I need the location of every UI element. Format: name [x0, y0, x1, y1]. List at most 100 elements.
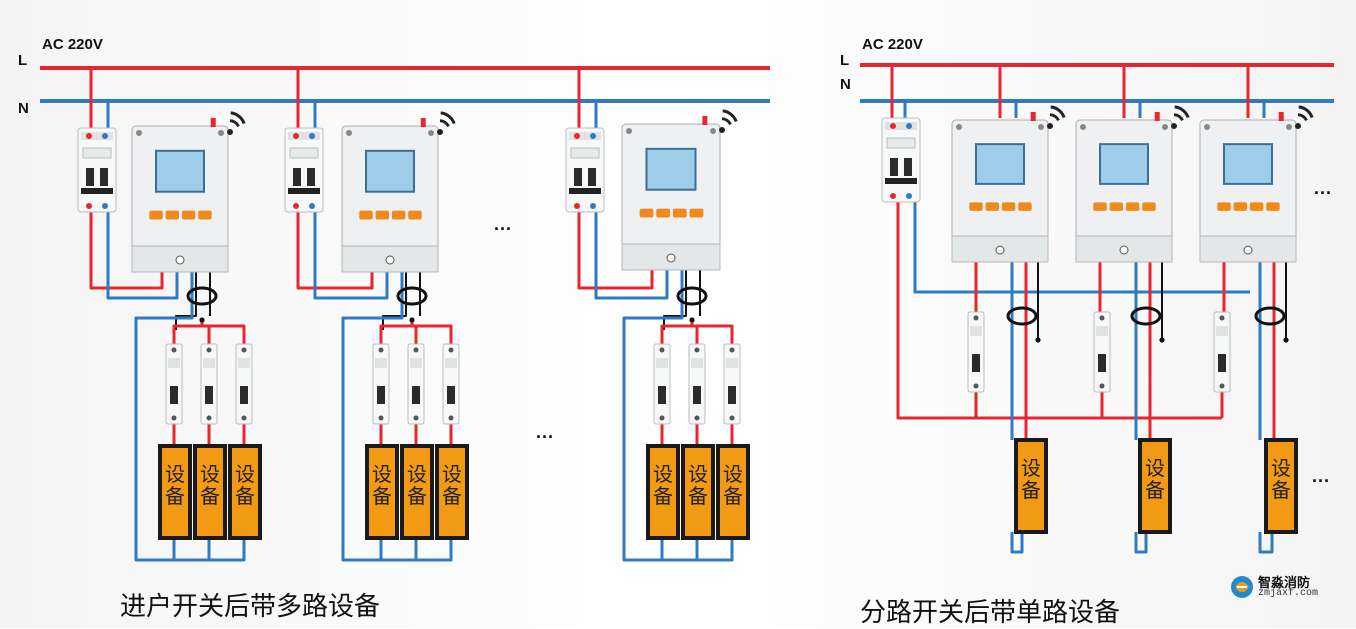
- junction-dot: [1283, 337, 1289, 343]
- screw-icon: [1080, 124, 1086, 130]
- terminal-live-icon: [574, 133, 580, 139]
- wireless-icon: [1298, 105, 1314, 119]
- equipment-label: 设: [688, 462, 708, 486]
- energy-meter: [621, 109, 738, 271]
- meter-feed-live: [577, 210, 654, 290]
- double-breaker: [284, 127, 324, 213]
- terminal-live-icon: [293, 133, 299, 139]
- equipment-label: 备: [235, 484, 255, 508]
- terminal-icon: [241, 415, 247, 421]
- breaker-handle: [205, 386, 213, 404]
- terminal-icon: [694, 415, 700, 421]
- meter-button: [391, 210, 406, 220]
- breaker-body: [1213, 311, 1231, 393]
- meter-button: [656, 208, 671, 218]
- breaker-body: [165, 343, 183, 425]
- ellipsis-right-equipment: ...: [1312, 466, 1331, 486]
- right-neutral-trunk: [913, 202, 1250, 294]
- neutral-return: [622, 270, 684, 562]
- current-transformer: [186, 286, 218, 306]
- equipment-box: [716, 444, 750, 540]
- equipment-box: [435, 444, 469, 540]
- breaker-label: [445, 358, 457, 368]
- current-transformer: [1130, 306, 1162, 326]
- equipment-unit: 设备: [1138, 438, 1172, 534]
- breaker-body: [442, 343, 460, 425]
- equipment-unit: 设备: [1014, 438, 1048, 534]
- meter-button: [1001, 202, 1016, 211]
- breaker-label: [289, 147, 319, 159]
- terminal-icon: [378, 415, 384, 421]
- load-neutral-return: [1134, 532, 1148, 554]
- branch-breaker: [165, 343, 183, 425]
- breaker-label: [168, 358, 180, 368]
- breaker-label: [410, 358, 422, 368]
- terminal-icon: [729, 415, 735, 421]
- terminal-icon: [973, 383, 979, 389]
- breaker-handle: [890, 158, 898, 176]
- equipment-label: 设: [653, 462, 673, 486]
- breaker-handle: [170, 386, 178, 404]
- energy-meter: [131, 111, 246, 273]
- equipment-label: 备: [407, 484, 427, 508]
- equipment-label: 备: [1271, 478, 1291, 502]
- junction-dot: [1035, 337, 1041, 343]
- lcd-screen: [365, 149, 415, 193]
- wireless-icon: [1171, 123, 1177, 129]
- screw-icon: [428, 130, 434, 136]
- equipment-label: 设: [372, 462, 392, 486]
- screw-icon: [626, 128, 632, 134]
- equipment-unit: 设备: [228, 444, 262, 540]
- terminal-neutral-icon: [590, 203, 596, 209]
- breaker-body: [565, 127, 605, 213]
- breaker-handle: [307, 168, 315, 186]
- meter-button: [1266, 202, 1280, 211]
- wireless-icon: [719, 127, 725, 133]
- energy-meter: [951, 105, 1066, 263]
- terminal-live-icon: [293, 203, 299, 209]
- antenna-icon: [1154, 112, 1160, 121]
- equipment-box: [681, 444, 715, 540]
- terminal-icon: [171, 415, 177, 421]
- wireless-icon: [721, 117, 732, 126]
- terminal-icon: [1219, 383, 1225, 389]
- terminal-neutral-icon: [906, 193, 912, 199]
- ellipsis-right-meters: ...: [1314, 178, 1333, 198]
- energy-meter: [1199, 105, 1314, 263]
- logo-url: zmjaxf.com: [1258, 588, 1319, 599]
- breaker-label: [970, 326, 982, 336]
- breaker-top: [885, 122, 917, 130]
- terminal-neutral-icon: [590, 133, 596, 139]
- breaker-label: [238, 358, 250, 368]
- breaker-top: [569, 132, 601, 140]
- breaker-body: [723, 343, 741, 425]
- breaker-body: [688, 343, 706, 425]
- current-transformer: [676, 286, 708, 306]
- equipment-label: 备: [1021, 478, 1041, 502]
- breaker-body: [407, 343, 425, 425]
- terminal-icon: [413, 415, 419, 421]
- meter-button: [689, 208, 704, 218]
- double-breaker: [77, 127, 117, 213]
- ct-lead: [175, 270, 197, 330]
- energy-meter: [1075, 105, 1190, 263]
- right-live-trunk: [896, 202, 1222, 420]
- screw-icon: [346, 130, 352, 136]
- meter-button: [1249, 202, 1264, 211]
- breaker-body: [372, 343, 390, 425]
- terminal-neutral-icon: [906, 123, 912, 129]
- meter-button: [359, 210, 373, 220]
- lcd-screen: [1223, 143, 1273, 185]
- terminal-live-icon: [86, 203, 92, 209]
- equipment-label: 设: [407, 462, 427, 486]
- meter-button: [1093, 202, 1107, 211]
- breaker-label: [82, 147, 112, 159]
- branch-breaker: [1093, 311, 1111, 393]
- meter-button: [181, 210, 196, 220]
- breaker-label: [656, 358, 668, 368]
- double-breaker: [565, 127, 605, 213]
- equipment-unit: 设备: [435, 444, 469, 540]
- equipment-box: [158, 444, 192, 540]
- terminal-icon: [171, 347, 177, 353]
- screw-icon: [956, 124, 962, 130]
